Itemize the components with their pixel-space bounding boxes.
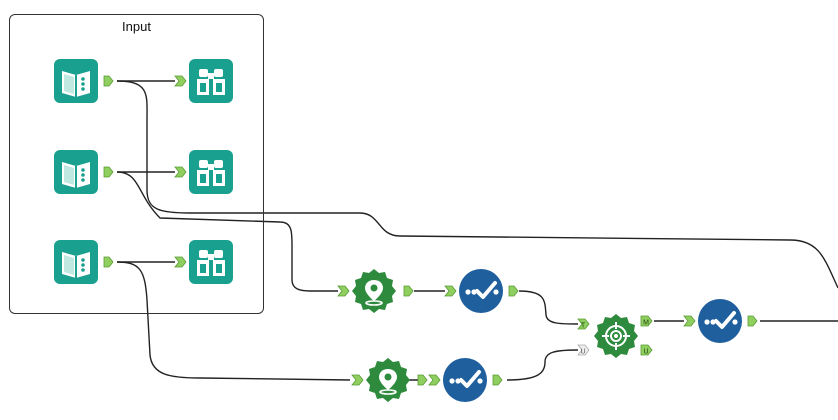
output-anchor[interactable] <box>492 374 503 386</box>
connector-select2-match-universe[interactable] <box>506 349 579 381</box>
output-anchor[interactable] <box>508 285 519 297</box>
anchor-label-m: M <box>643 320 649 327</box>
checkmark-icon <box>457 267 505 315</box>
map-pin-icon <box>365 357 411 403</box>
select-tool-2[interactable] <box>428 356 503 404</box>
target-icon <box>593 313 639 359</box>
connector-select1-match-target[interactable] <box>518 290 579 325</box>
input-anchor[interactable] <box>444 285 457 297</box>
connector-input3-createpoints2[interactable] <box>116 261 351 381</box>
checkmark-icon <box>441 356 489 404</box>
input-anchor[interactable] <box>337 285 350 297</box>
create-points-tool-1[interactable] <box>337 268 414 314</box>
target-anchor[interactable]: T <box>577 318 590 330</box>
universe-anchor[interactable]: U <box>577 344 590 356</box>
spatial-match-tool[interactable]: T U M U <box>577 313 653 359</box>
anchor-label-t: T <box>581 323 586 330</box>
map-pin-icon <box>351 268 397 314</box>
unmatched-anchor[interactable]: U <box>640 344 653 356</box>
container-title: Input <box>122 19 151 34</box>
output-anchor[interactable] <box>417 374 428 386</box>
select-tool-1[interactable] <box>444 267 519 315</box>
anchor-label-u-out: U <box>643 349 648 356</box>
tool-container-input[interactable]: Input <box>9 14 264 314</box>
connector-input1-select3[interactable] <box>116 80 838 289</box>
anchor-label-u-in: U <box>580 349 585 356</box>
input-anchor[interactable] <box>428 374 441 386</box>
connectors <box>116 80 838 381</box>
input-anchor[interactable] <box>683 315 696 327</box>
input-anchor[interactable] <box>351 374 364 386</box>
output-anchor[interactable] <box>403 285 414 297</box>
output-anchor[interactable] <box>747 315 758 327</box>
match-anchor[interactable]: M <box>640 315 653 327</box>
select-tool-3[interactable] <box>683 297 758 345</box>
checkmark-icon <box>696 297 744 345</box>
connector-input2-createpoints1[interactable] <box>116 171 338 292</box>
